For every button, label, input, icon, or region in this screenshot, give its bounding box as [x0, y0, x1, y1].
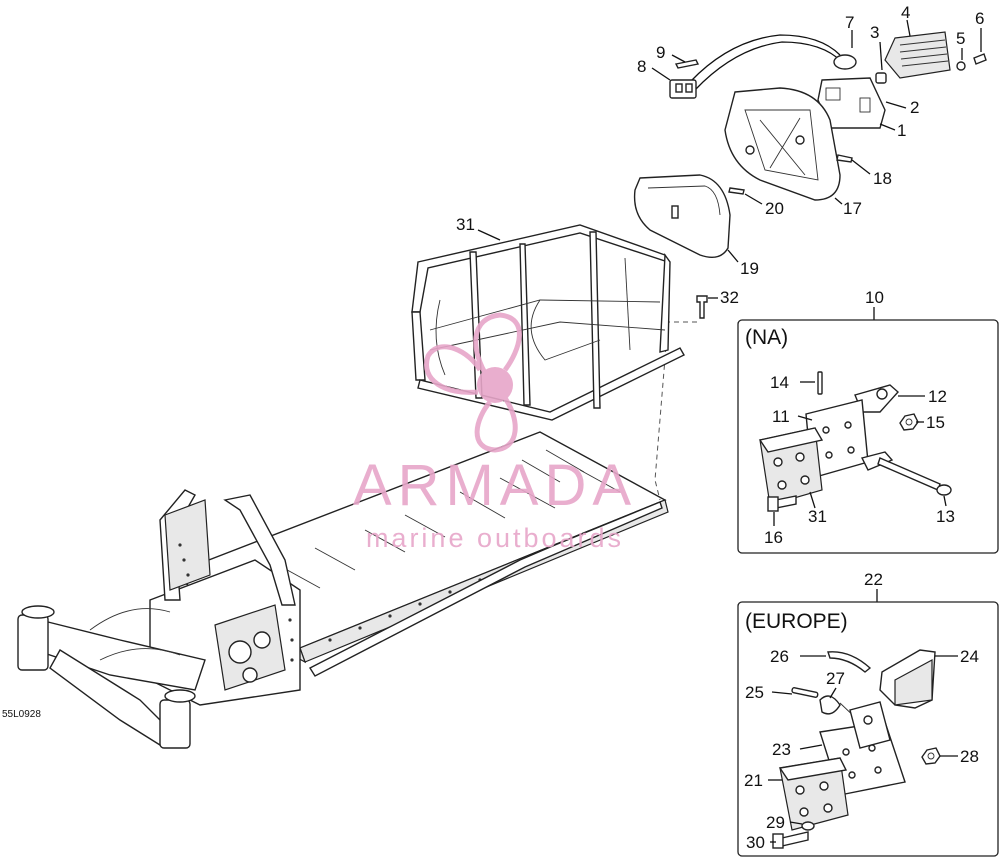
callout-24: 24: [960, 647, 979, 666]
callout-30: 30: [746, 833, 765, 852]
callout-12: 12: [928, 387, 947, 406]
propeller-blade-bottom: [474, 396, 518, 453]
callout-29: 29: [766, 813, 785, 832]
callout-21: 21: [744, 771, 763, 790]
callout-13: 13: [936, 507, 955, 526]
na-region-number: 10: [865, 288, 884, 307]
callout-4: 4: [901, 3, 910, 22]
callout-25: 25: [745, 683, 764, 702]
propeller-blade-top: [473, 312, 522, 380]
callout-28: 28: [960, 747, 979, 766]
na-inset: 10 (NA) 14 12 11 15 31: [737, 288, 999, 554]
callout-32: 32: [720, 288, 739, 307]
callout-14: 14: [770, 373, 789, 392]
callout-6: 6: [975, 9, 984, 28]
callout-9: 9: [656, 43, 665, 62]
callout-11: 11: [772, 407, 790, 426]
callouts-top: 7 3 4 5 6 9 8 2 1 18 17 20 19 31 32 55L0…: [2, 3, 984, 720]
na-region-label: (NA): [745, 326, 788, 349]
chassis-frame: [17, 321, 697, 749]
callout-1: 1: [897, 121, 906, 140]
watermark-logo: ARMADA marine outboards: [353, 312, 637, 553]
callout-31-na: 31: [808, 507, 827, 526]
callout-19: 19: [740, 259, 759, 278]
callout-27: 27: [826, 669, 845, 688]
callout-18: 18: [873, 169, 892, 188]
watermark-tagline: marine outboards: [366, 523, 624, 553]
callout-31-rack: 31: [456, 215, 475, 234]
na-inset-frame: [737, 319, 999, 554]
watermark-brand: ARMADA: [353, 453, 637, 518]
europe-inset: 22 (EUROPE) 26 24 27: [737, 570, 999, 857]
europe-region-label: (EUROPE): [745, 610, 848, 633]
propeller-blade-left: [424, 344, 483, 395]
callout-17: 17: [843, 199, 862, 218]
callout-5: 5: [956, 29, 965, 48]
callout-16: 16: [764, 528, 783, 547]
callout-20: 20: [765, 199, 784, 218]
callout-2: 2: [910, 98, 919, 117]
callout-7: 7: [845, 13, 854, 32]
propeller-hub: [477, 367, 513, 403]
europe-region-number: 22: [864, 570, 883, 589]
callout-23: 23: [772, 740, 791, 759]
taillight-assembly: [633, 31, 987, 319]
reference-code: 55L0928: [2, 709, 41, 720]
europe-inset-frame: [737, 601, 999, 857]
callout-8: 8: [637, 57, 646, 76]
callout-15: 15: [926, 413, 945, 432]
callout-26: 26: [770, 647, 789, 666]
callout-3: 3: [870, 23, 879, 42]
